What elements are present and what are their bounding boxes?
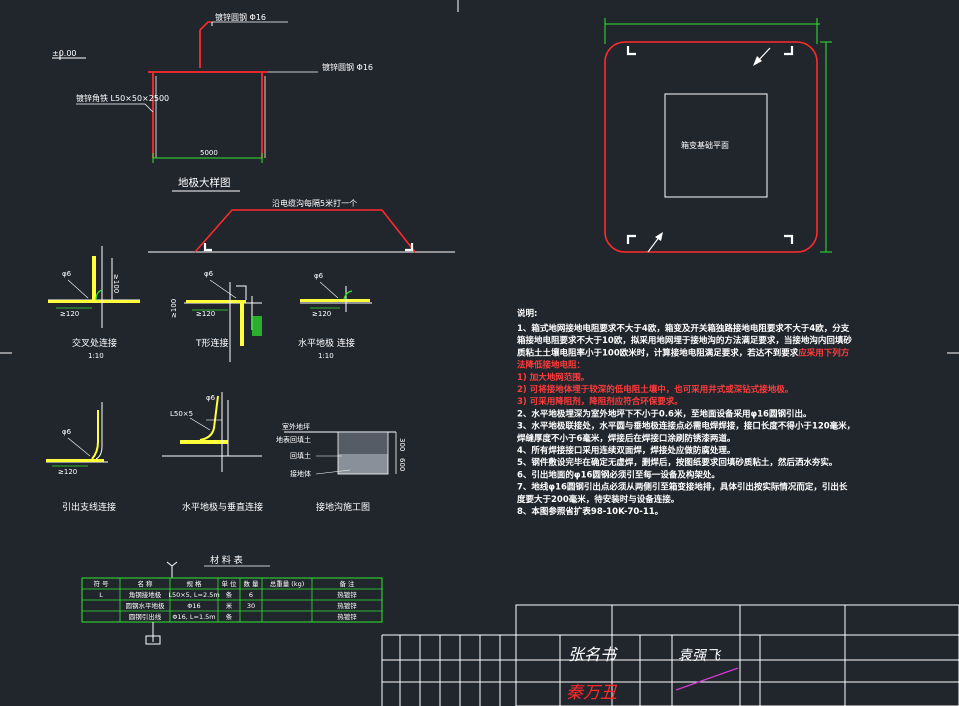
box-foundation-label: 箱变基础平面 (681, 140, 729, 150)
table-cell: 角钢接地极 (129, 590, 162, 599)
note-line: 8、本图参照省扩表98-10K-70-11。 (517, 506, 663, 517)
cable-trench-note: 沿电缆沟每隔5米打一个 (272, 198, 357, 208)
hv-title: 水平地极与垂直连接 (182, 501, 263, 513)
signature-2: 袁强飞 (678, 648, 722, 664)
table-cell: 圆钢引出线 (129, 612, 162, 621)
horiz-phi6: φ6 (314, 272, 324, 280)
cross-scale: 1:10 (88, 352, 104, 360)
cross-dim-120: ≥120 (60, 310, 79, 318)
table-cell: 圆钢水平地极 (126, 601, 166, 610)
notes-heading: 说明: (517, 308, 537, 319)
material-table-title: 材 料 表 (210, 554, 243, 566)
lead-phi6: φ6 (62, 428, 72, 436)
cross-phi6: φ6 (62, 270, 72, 278)
note-line: 质粘土土壤电阻率小于100欧米时，计算接地电阻满足要求，若达不到要求应采用下列方 (517, 347, 850, 358)
note-line: 1) 加大地网范围。 (517, 372, 589, 383)
tee-dim-120: ≥120 (196, 310, 215, 318)
note-line: 焊缝厚度不小于6毫米，焊接后在焊接口涂刷防锈漆两道。 (517, 433, 735, 444)
note-line: 3、水平地极联接处，水平圆与垂地极连接点必需电焊焊接，接口长度不得小于120毫米… (517, 421, 855, 432)
signature-1: 张名书 (568, 645, 618, 664)
table-cell: 热镀锌 (337, 590, 357, 599)
table-grid (82, 578, 382, 622)
tee-title: T形连接 (195, 337, 229, 349)
note-line: 度要大于200毫米，待安装时与设备连接。 (517, 494, 679, 505)
table-cell: L50×5, L=2.5m (168, 591, 219, 599)
frame-ticks (0, 0, 959, 354)
table-header-cell: 数 量 (243, 579, 259, 588)
ground-rod-detail: ±0.00 镀锌圆钢 Φ16 镀锌圆钢 Φ16 镀锌角铁 L50×50×2500… (52, 12, 373, 192)
outdoor-grade-label: 室外地坪 (282, 422, 310, 431)
note-line: 1、箱式地网接地电阻要求不大于4欧，箱变及开关箱独路接地电阻要求不大于4欧，分支 (517, 323, 850, 334)
note-line-tail: 应采用下列方 (798, 347, 850, 358)
trench-title: 接地沟施工图 (316, 501, 370, 513)
dim-300: 300 (398, 438, 406, 451)
note-line: 2、水平地极埋深为室外地坪下不小于0.6米，至地面设备采用φ16圆钢引出。 (517, 408, 811, 419)
table-cell: Φ16, L=1.5m (172, 613, 215, 621)
cable-trench-section: 沿电缆沟每隔5米打一个 (148, 198, 455, 253)
note-line: 法降低接地电阻： (517, 360, 585, 371)
table-cell: 米 (226, 601, 233, 610)
table-text: 符 号 名 称 规 格 单 位数 量 总重量 (kg) 备 注 L 角钢接地极 L50×5, L… (93, 579, 357, 621)
horizontal-vertical-connection: L50×5 φ6 水平地极与垂直连接 (162, 392, 263, 513)
horiz-title: 水平地极 连接 (298, 337, 355, 349)
note-line: 6、引出地面的φ16圆钢必须引至每一设备及构架处。 (517, 469, 720, 480)
dim-600: 600 (398, 458, 406, 471)
table-header-cell: 符 号 (93, 579, 109, 588)
horiz-dim-120: ≥120 (312, 310, 331, 318)
table-cell: 条 (226, 612, 233, 621)
galv-angle-iron-label: 镀锌角铁 L50×50×2500 (76, 93, 169, 103)
lead-out-connection: φ6 ≥120 引出支线连接 (46, 402, 116, 513)
cross-title: 交叉处连接 (72, 337, 117, 349)
title-block (381, 604, 959, 706)
table-cell: 条 (226, 590, 233, 599)
table-cell: 热镀锌 (337, 612, 357, 621)
ground-level-label: ±0.00 (52, 49, 77, 58)
table-header-cell: 规 格 (186, 579, 202, 588)
note-line: 3) 可采用降阻剂，降阻剂应符合环保要求。 (517, 396, 683, 407)
galv-round-steel-label-1: 镀锌圆钢 Φ16 (215, 12, 266, 22)
table-header-cell: 单 位 (221, 579, 237, 588)
table-header-cell: 总重量 (kg) (270, 579, 305, 588)
galv-round-steel-label-2: 镀锌圆钢 Φ16 (322, 62, 373, 72)
table-cell: 热镀锌 (337, 601, 357, 610)
dim-5000: 5000 (200, 149, 218, 157)
horizontal-ground-connection: φ6 ≥120 水平地极 连接 1:10 (298, 272, 372, 360)
cross-dim-100: ≥100 (112, 274, 120, 293)
angle-size-label: L50×5 (170, 410, 193, 418)
backfill-label: 回填土 (290, 451, 311, 460)
hv-phi6: φ6 (206, 394, 216, 402)
tee-phi6: φ6 (204, 270, 214, 278)
box-foundation-plan: 箱变基础平面 (604, 18, 832, 253)
lead-dim-120: ≥120 (58, 468, 77, 476)
note-line: 2) 可将接地体埋于较深的低电阻土壤中，也可采用井式或深钻式接地极。 (517, 384, 793, 395)
table-header-cell: 备 注 (339, 579, 355, 588)
note-line: 箱接地电阻要求不大于10欧，拟采用地网埋于接地沟的方法满足要求，当接地沟内回填砂 (516, 335, 852, 346)
note-line: 7、地线φ16圆钢引出点必须从两侧引至箱变接地排，具体引出按实际情况而定，引出长 (517, 482, 848, 493)
note-line: 4、所有焊接接口采用连续双面焊，焊接处应做防腐处理。 (517, 445, 735, 456)
table-cell: 6 (249, 591, 253, 599)
horiz-scale: 1:10 (318, 352, 334, 360)
material-table: 材 料 表 符 号 名 称 规 格 单 位数 量 总重量 (kg) 备 注 L 角钢接地极 L5… (81, 554, 383, 645)
table-cell: 30 (247, 602, 255, 610)
lead-title: 引出支线连接 (62, 501, 116, 513)
note-line: 5、钢件敷设完毕在确定无虚焊，删焊后，按图纸要求回填砂质粘土，然后洒水夯实。 (517, 457, 837, 468)
signatures: 张名书 袁强飞 秦万丑 (566, 645, 739, 703)
notes-lines: 1、箱式地网接地电阻要求不大于4欧，箱变及开关箱独路接地电阻要求不大于4欧，分支… (516, 323, 855, 517)
tee-connection-detail: φ6 ≥120 ≥100 T形连接 (170, 270, 262, 362)
notes-block: 说明: 1、箱式地网接地电阻要求不大于4欧，箱变及开关箱独路接地电阻要求不大于4… (516, 308, 855, 517)
table-cell: L (99, 591, 103, 599)
table-header-cell: 名 称 (137, 579, 153, 588)
ground-body-label: 接地体 (290, 469, 311, 478)
tee-dim-100: ≥100 (170, 299, 178, 318)
trench-construction: 300 600 室外地坪 地表回填土 回填土 接地体 接地沟施工图 (276, 422, 406, 513)
cross-connection-detail: φ6 ≥120 ≥100 交叉处连接 1:10 (48, 246, 140, 360)
signature-3: 秦万丑 (566, 683, 618, 703)
table-cell: Φ16 (187, 602, 200, 610)
surface-backfill-label: 地表回填土 (276, 435, 311, 444)
ground-rod-detail-title: 地极大样图 (178, 176, 231, 189)
